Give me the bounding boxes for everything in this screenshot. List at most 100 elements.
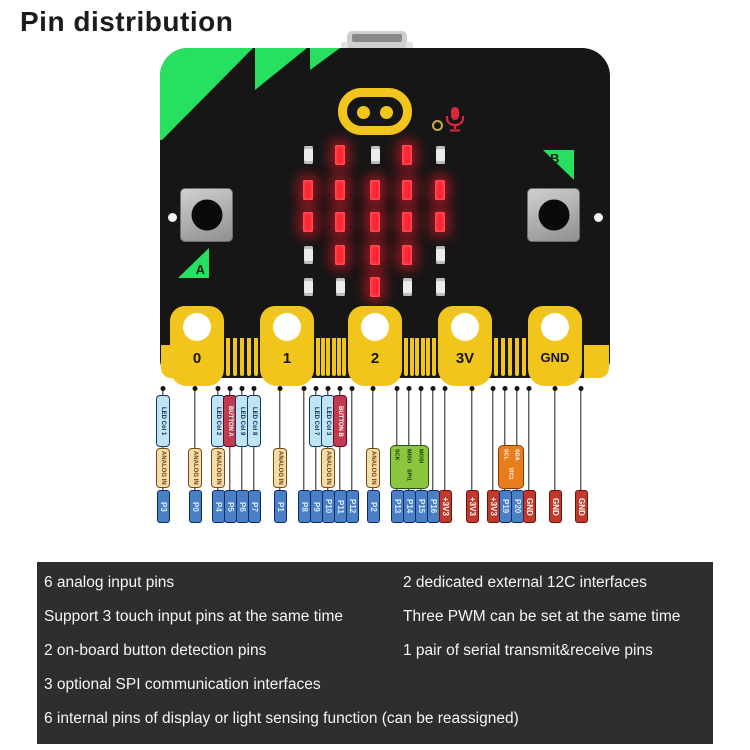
connector-stripe bbox=[501, 338, 505, 376]
callout-line bbox=[432, 389, 434, 497]
label-led-col-7: LED Col 7 bbox=[309, 395, 323, 447]
callout-dot bbox=[502, 386, 508, 391]
led-off bbox=[435, 246, 445, 264]
connector-stripe bbox=[515, 338, 519, 376]
usb-ear-left bbox=[341, 42, 348, 52]
pad-0: 0 bbox=[170, 306, 224, 386]
pad-label-0: 0 bbox=[192, 350, 202, 367]
led-on bbox=[370, 180, 380, 200]
callout-line bbox=[351, 389, 353, 497]
pin-P3: P3 bbox=[156, 490, 170, 523]
pin-name: +3V3 bbox=[441, 497, 450, 516]
callout-line bbox=[554, 389, 556, 497]
button-a-cap[interactable] bbox=[191, 199, 222, 231]
label-text: ANALOG IN bbox=[160, 451, 166, 485]
pin-name: P4 bbox=[214, 501, 223, 512]
callout-line bbox=[420, 389, 422, 497]
mic-led-ring bbox=[432, 120, 443, 131]
mount-hole-left bbox=[168, 213, 177, 222]
pad-1: 1 bbox=[260, 306, 314, 386]
mount-hole-right bbox=[594, 213, 603, 222]
pin-P5: P5 bbox=[223, 490, 237, 523]
led-on bbox=[370, 212, 380, 232]
pad-hole-1 bbox=[273, 313, 301, 341]
pin-callout-GND-22: GND bbox=[522, 385, 536, 530]
callout-dot bbox=[406, 386, 412, 391]
pin-callout-P5-3: BUTTON A P5 bbox=[223, 385, 237, 530]
connector-stripe bbox=[432, 338, 436, 376]
page-title: Pin distribution bbox=[20, 6, 234, 37]
feature-left-1: Support 3 touch input pins at the same t… bbox=[44, 608, 343, 625]
callout-dot bbox=[277, 386, 283, 391]
callout-dot bbox=[442, 386, 448, 391]
spi-mosi-label: MOSI bbox=[417, 449, 424, 464]
pin-callouts: SCK MISO MOSI SPI1 SCL SDA I2C1 LED Col … bbox=[0, 385, 750, 530]
i2c-sda-label: SDA bbox=[513, 449, 520, 461]
pin-name: P15 bbox=[417, 499, 426, 514]
label-analog-in: ANALOG IN bbox=[321, 448, 335, 488]
pin-callout-+3V3-17: +3V3 bbox=[438, 385, 452, 530]
logo-dot-right bbox=[380, 106, 393, 119]
led-on bbox=[335, 212, 345, 232]
led-on bbox=[402, 212, 412, 232]
pin-callout-P1-6: ANALOG IN P1 bbox=[273, 385, 287, 530]
pin-callout-P20-21: P20 bbox=[510, 385, 524, 530]
pin-name: P13 bbox=[393, 499, 402, 514]
feature-left-3: 3 optional SPI communication interfaces bbox=[44, 676, 321, 693]
button-b[interactable] bbox=[527, 188, 580, 242]
pin-callout-P12-11: P12 bbox=[345, 385, 359, 530]
callout-dot bbox=[192, 386, 198, 391]
pin-name: P1 bbox=[276, 501, 285, 512]
callout-line bbox=[516, 389, 518, 497]
pin-name: +3V3 bbox=[468, 497, 477, 516]
led-on bbox=[335, 245, 345, 265]
callout-dot bbox=[430, 386, 436, 391]
pad-hole-GND bbox=[541, 313, 569, 341]
button-a[interactable] bbox=[180, 188, 233, 242]
pin-name: P6 bbox=[238, 501, 247, 512]
pin-+3V3: +3V3 bbox=[465, 490, 479, 523]
feature-right-2: 1 pair of serial transmit&receive pins bbox=[403, 642, 653, 659]
connector-stripe bbox=[426, 338, 431, 376]
callout-dot bbox=[514, 386, 520, 391]
connector-stripe bbox=[326, 338, 331, 376]
led-off bbox=[303, 146, 313, 164]
callout-dot bbox=[349, 386, 355, 391]
connector-stripe bbox=[247, 338, 251, 376]
feature-left-4: 6 internal pins of display or light sens… bbox=[44, 710, 519, 727]
callout-dot bbox=[325, 386, 331, 391]
callout-dot bbox=[370, 386, 376, 391]
pin-name: P3 bbox=[159, 501, 168, 512]
callout-line bbox=[580, 389, 582, 497]
callout-line bbox=[396, 389, 398, 497]
callout-line bbox=[528, 389, 530, 497]
callout-line bbox=[279, 389, 281, 497]
callout-line bbox=[194, 389, 196, 497]
spi1-group-box: SCK MISO MOSI SPI1 bbox=[390, 445, 429, 489]
button-b-cap[interactable] bbox=[538, 199, 569, 231]
connector-edge-right bbox=[584, 345, 609, 378]
logo-dot-left bbox=[357, 106, 370, 119]
connector-stripe bbox=[336, 338, 341, 376]
label-text: LED Col 3 bbox=[325, 406, 331, 436]
connector-stripe bbox=[254, 338, 258, 376]
pin-P0: P0 bbox=[188, 490, 202, 523]
label-analog-in: ANALOG IN bbox=[273, 448, 287, 488]
pad-hole-3V bbox=[451, 313, 479, 341]
label-text: BUTTON A bbox=[227, 405, 233, 437]
connector-stripe bbox=[508, 338, 512, 376]
label-text: LED Col 7 bbox=[313, 406, 319, 436]
callout-line bbox=[444, 389, 446, 497]
led-on bbox=[335, 180, 345, 200]
callout-dot bbox=[418, 386, 424, 391]
microbit-logo bbox=[338, 88, 412, 135]
label-button-b: BUTTON B bbox=[333, 395, 347, 447]
connector-stripe bbox=[240, 338, 244, 376]
feature-right-1: Three PWM can be set at the same time bbox=[403, 608, 681, 625]
feature-left-2: 2 on-board button detection pins bbox=[44, 642, 267, 659]
led-on bbox=[435, 212, 445, 232]
label-led-col-1: LED Col 1 bbox=[156, 395, 170, 447]
pin-name: P9 bbox=[312, 501, 321, 512]
